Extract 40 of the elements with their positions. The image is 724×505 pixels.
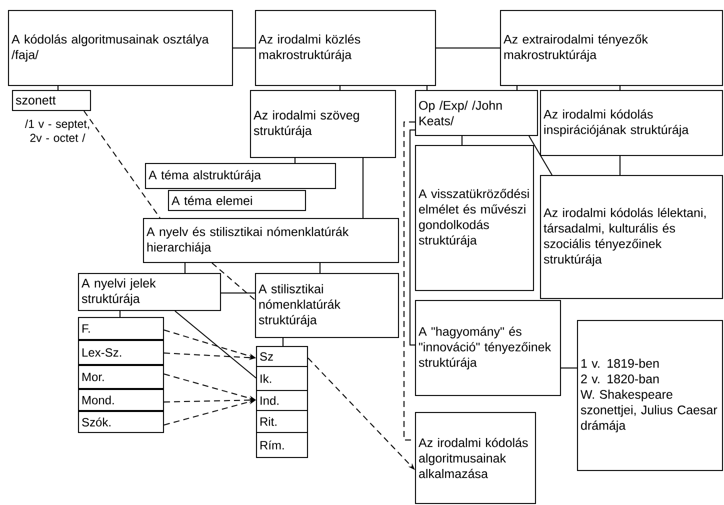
text-box: A nyelvi jelek struktúrája [78, 273, 221, 311]
text-box: 1 v. 1819-ben 2 v. 1820-ban W. Shakespeare szonettjei, Julius Caesar drámája [577, 320, 723, 471]
cell-box: Mond. [78, 389, 164, 411]
text-box: szonett [12, 90, 91, 111]
node-caption: /1 v - septet, 2v - octet / [24, 120, 90, 142]
connector [184, 262, 186, 274]
text-box: Az irodalmi kódolás algoritmusainak alkalmazása [415, 412, 536, 504]
text-box: A téma elemei [168, 190, 306, 211]
text-box: Op /Exp/ /John Keats/ [415, 90, 538, 136]
connector [410, 130, 416, 346]
cell-box: Mor. [78, 365, 164, 389]
cell-box: Ind. [256, 390, 308, 411]
connector [426, 86, 428, 90]
text-box: A stilisztikai nómenklatúrák struktúrája [255, 273, 399, 338]
dashed-connector [404, 122, 416, 440]
text-box: Az irodalmi közlés makrostruktúrája [255, 10, 436, 86]
cell-box: F. [78, 317, 164, 340]
text-box: A kódolás algoritmusainak osztálya /faja/ [8, 10, 233, 86]
text-box: Az irodalmi szöveg struktúrája [250, 90, 396, 158]
connector [362, 158, 364, 218]
text-box: Az extrairodalmi tényezők makrostruktúrája [500, 10, 723, 86]
cell-box: Rím. [256, 432, 308, 458]
connector [282, 338, 284, 346]
connector [516, 86, 518, 90]
connector [294, 158, 296, 164]
text-box: A téma alstruktúrája [145, 163, 336, 189]
cell-box: Szók. [78, 411, 164, 433]
cell-box: Rit. [256, 410, 308, 433]
cell-box: Sz [256, 346, 308, 367]
connector [220, 292, 256, 294]
cell-box: Lex-Sz. [78, 340, 164, 365]
dashed-connector [212, 262, 256, 300]
text-box: A visszatükröződési elmélet és művészi gondolkodás struktúrája [415, 145, 534, 291]
text-box: Az irodalmi kódolás lélektani, társadalmi, kulturális és szociális tényezőinek struktúrája [540, 175, 723, 299]
text-box: A nyelv és stilisztikai nómenklatúrák hierarchiája [143, 218, 399, 263]
cell-box: Ik. [256, 366, 308, 391]
text-box: Az irodalmi kódolás inspirációjának struktúrája [540, 90, 723, 156]
connector [528, 136, 552, 176]
connector [174, 310, 256, 378]
text-box: A "hagyomány" és "innováció" tényezőinek struktúrája [415, 300, 561, 396]
